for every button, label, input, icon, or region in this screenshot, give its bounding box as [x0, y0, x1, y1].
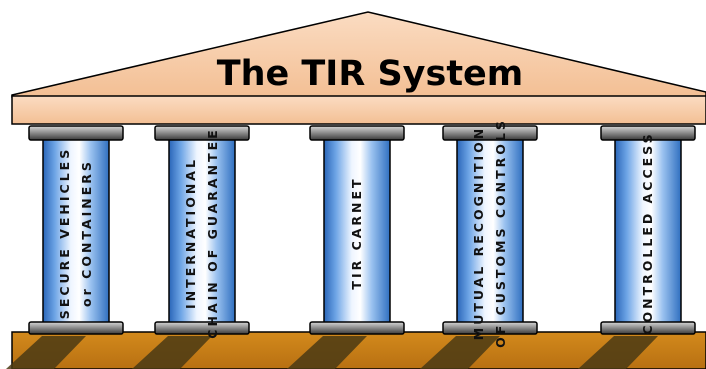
pillar: CONTROLLED ACCESS	[600, 125, 696, 335]
pillar-shadow	[287, 336, 367, 369]
pillar-base	[309, 321, 405, 335]
pillar-base	[600, 321, 696, 335]
pillar-shaft	[168, 137, 236, 325]
temple-base	[6, 331, 706, 369]
pillar-capital	[28, 125, 124, 141]
diagram-title: The TIR System	[217, 54, 524, 94]
pillar: MUTUAL RECOGNITION OF CUSTOMS CONTROLS	[442, 118, 538, 348]
pillar-shadow	[6, 336, 86, 369]
pillar-label: CHAIN OF GUARANTEE	[205, 127, 220, 338]
pillar-base	[28, 321, 124, 335]
pillar-label: OF CUSTOMS CONTROLS	[493, 118, 508, 348]
pillar-base	[154, 321, 250, 335]
pillar-label: INTERNATIONAL	[183, 157, 198, 309]
pillar-shadow	[420, 336, 500, 369]
pillar-shaft	[42, 137, 110, 325]
pillar-label: TIR CARNET	[349, 176, 364, 289]
column-shadows	[6, 336, 658, 369]
pillar-shadow	[132, 336, 212, 369]
pillar-capital	[154, 125, 250, 141]
pillar: TIR CARNET	[309, 125, 405, 335]
pillar-base	[442, 321, 538, 335]
pillar-shadow	[578, 336, 658, 369]
pillar-label: SECURE VEHICLES	[57, 147, 72, 319]
pillar-capital	[600, 125, 696, 141]
pillar-capital	[442, 125, 538, 141]
pillar-label: CONTROLLED ACCESS	[640, 131, 655, 334]
pillar: SECURE VEHICLES or CONTAINERS	[28, 125, 124, 335]
pillar: INTERNATIONAL CHAIN OF GUARANTEE	[154, 125, 250, 339]
pillar-capital	[309, 125, 405, 141]
columns: SECURE VEHICLES or CONTAINERS INTERNATIONA…	[28, 118, 696, 348]
pillar-label: or CONTAINERS	[79, 159, 94, 307]
pillar-shaft	[323, 137, 391, 325]
pillar-shaft	[456, 137, 524, 325]
pillar-label: MUTUAL RECOGNITION	[471, 126, 486, 340]
temple-roof: The TIR System	[11, 11, 706, 125]
pillar-shaft	[614, 137, 682, 325]
